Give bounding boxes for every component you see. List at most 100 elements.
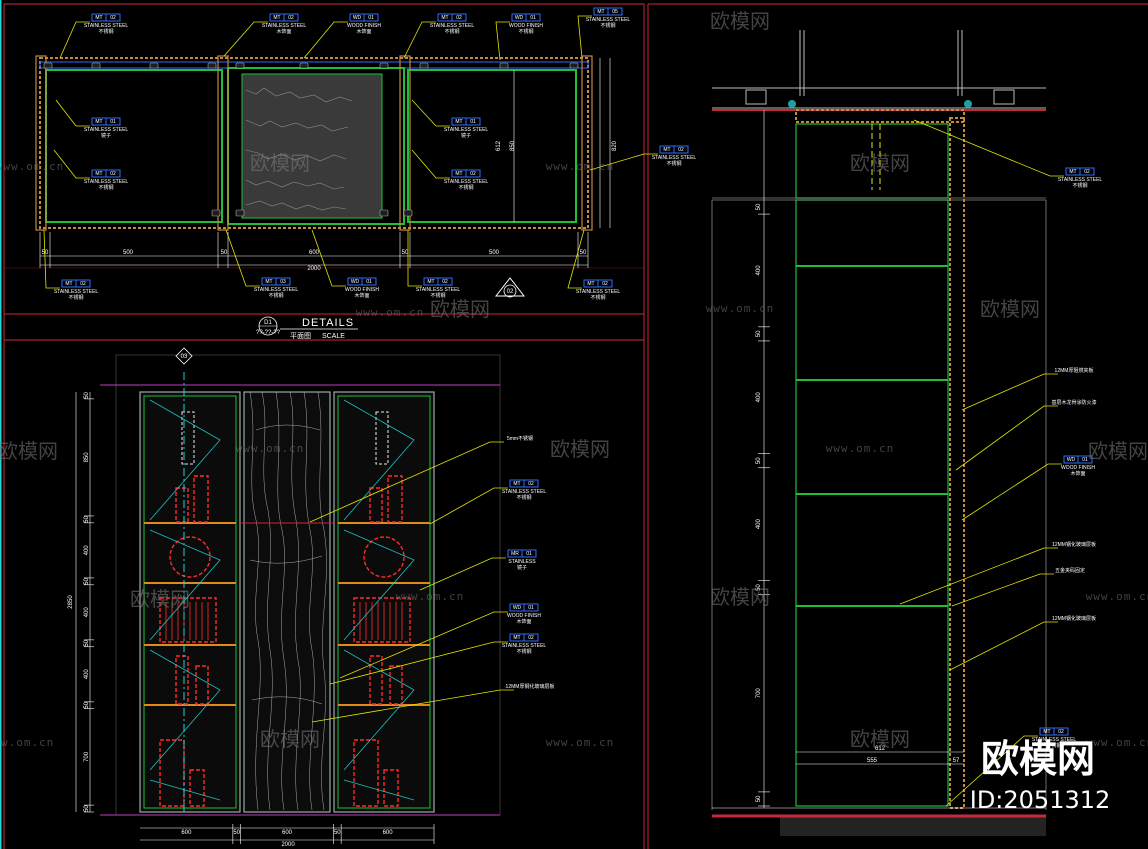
tag-chinese: 不锈钢 (666, 160, 681, 167)
tag-chinese: 木饰面 (1070, 470, 1085, 477)
tag-english: STAINLESS STEEL (262, 23, 307, 29)
elev-hdim-label: 600 (383, 830, 394, 836)
tag-chinese: 不锈钢 (444, 28, 459, 35)
tag-code: MT (513, 635, 520, 641)
tag-num: 05 (612, 9, 618, 15)
leader-line (329, 641, 508, 685)
detail-subtitle: 平面图 (290, 332, 311, 340)
tag-code: MT (663, 147, 670, 153)
tag-english: STAINLESS STEEL (576, 289, 621, 295)
tag-english: STAINLESS STEEL (1058, 177, 1103, 183)
detail-ref-bottom: ??-??-?? (256, 330, 281, 336)
watermark-url: www.om.cn (1086, 590, 1148, 603)
leader-line (567, 229, 585, 289)
tag-num-box (105, 13, 121, 22)
tag-english: STAINLESS STEEL (416, 287, 461, 293)
plan-dim-w4: 50 (402, 250, 409, 256)
leader-line (961, 463, 1062, 521)
section-dim-555: 555 (867, 758, 878, 764)
tag-num-box (523, 633, 539, 642)
tag-code: MT (427, 279, 434, 285)
tag-chinese: 不锈钢 (518, 28, 533, 35)
watermark-brand: 欧模网 (1088, 439, 1148, 463)
tag-code: MT (1043, 729, 1050, 735)
leader-line (589, 153, 658, 171)
tag-num: 01 (110, 119, 116, 125)
detail-title-block: D1 ??-??-?? DETAILS 平面图 SCALE (256, 316, 358, 340)
tag-num: 02 (1084, 169, 1090, 175)
watermark-url: www.om.cn (396, 590, 465, 603)
detail-scale: SCALE (322, 333, 345, 340)
tag-num-box (465, 117, 481, 126)
tag-num-box (673, 145, 689, 154)
watermark-url: www.om.cn (546, 160, 615, 173)
tag-code: MT (455, 171, 462, 177)
leader-line (429, 487, 508, 525)
tag-code: WD (515, 15, 524, 21)
tag-num-box (465, 169, 481, 178)
elev-note: 12MM厚钢化玻璃层板 (311, 683, 554, 723)
watermark-brand: 欧模网 (550, 437, 610, 461)
leader-line (419, 557, 506, 591)
tag-chinese: 不锈钢 (590, 294, 605, 301)
leader-line (577, 15, 592, 59)
elev-hdim-label: 600 (282, 830, 293, 836)
leader-line (55, 99, 90, 127)
watermark-url: www.om.cn (546, 736, 615, 749)
tag-num-box (451, 13, 467, 22)
tag-code: MT (95, 171, 102, 177)
tag-chinese: 木饰面 (516, 618, 531, 625)
tag-english: STAINLESS STEEL (84, 23, 129, 29)
tag-num: 02 (528, 635, 534, 641)
site-stamp: 欧模网 ID:2051312 (970, 737, 1111, 814)
watermark-brand: 欧模网 (130, 587, 190, 611)
elev-vdim-label: 400 (84, 607, 90, 618)
section-vdim-label: 400 (756, 265, 762, 276)
tag-chinese: 不锈钢 (68, 294, 83, 301)
leader-line (339, 611, 508, 679)
tag-english: STAINLESS STEEL (254, 287, 299, 293)
tag-english: 12MM厚阻燃夹板 (1055, 367, 1094, 374)
tag-code: WD (351, 279, 360, 285)
tag-num: 02 (80, 281, 86, 287)
tag-code: MT (1069, 169, 1076, 175)
tag-english: 12MM钢化玻璃层板 (1052, 541, 1096, 548)
leader-line (949, 621, 1058, 671)
tag-chinese: 镜子 (517, 564, 527, 571)
elev-note: 5mm不锈钢 (309, 435, 533, 523)
watermark-layer: 欧模网欧模网欧模网欧模网欧模网欧模网欧模网欧模网欧模网欧模网欧模网欧模网www.… (0, 9, 1148, 751)
tag-code: WD (353, 15, 362, 21)
tag-num: 01 (1082, 457, 1088, 463)
tag-num: 01 (530, 15, 536, 21)
leader-line (951, 573, 1054, 607)
tag-num-box (607, 7, 623, 16)
section-vdim-label: 50 (756, 795, 762, 802)
tag-num: 02 (1058, 729, 1064, 735)
tag-chinese: 不锈钢 (458, 184, 473, 191)
plan-dim-w5: 500 (489, 250, 500, 256)
leader-line (403, 21, 436, 59)
elev-wood-grain (249, 391, 327, 811)
leader-line (411, 99, 450, 127)
tag-english: STAINLESS STEEL (502, 489, 547, 495)
tag-num: 02 (470, 171, 476, 177)
elev-vdim-label: 50 (84, 577, 90, 584)
elev-hdim-label: 50 (334, 830, 341, 836)
tag-english: STAINLESS STEEL (502, 643, 547, 649)
